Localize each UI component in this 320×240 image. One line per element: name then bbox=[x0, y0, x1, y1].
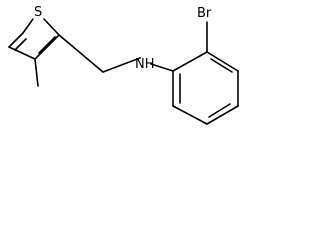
bond-n-aryl bbox=[150, 63, 174, 72]
bond-inner-2 bbox=[208, 103, 231, 118]
bond-methyl bbox=[34, 58, 39, 87]
bromine-atom-label: Br bbox=[197, 6, 212, 21]
bond-s-c5 bbox=[43, 18, 60, 36]
bond-c2-c3 bbox=[8, 32, 24, 48]
bond-c2-c3-inner bbox=[14, 38, 27, 51]
benzene-ring bbox=[172, 51, 239, 125]
bond-s-c2 bbox=[22, 18, 34, 34]
bond-inner-1 bbox=[210, 58, 233, 73]
molecule-structure-diagram: S NH Br bbox=[8, 5, 239, 125]
bond-c4-c5 bbox=[34, 34, 60, 60]
nh-atom-label: NH bbox=[135, 57, 155, 72]
bond-c5-c6 bbox=[172, 105, 208, 125]
bond-c1-c2 bbox=[172, 51, 208, 72]
thiophene-ring bbox=[8, 18, 60, 60]
bond-c4-c5 bbox=[206, 105, 239, 125]
bond-c2-c3 bbox=[206, 51, 239, 72]
bond-c4-c5-inner bbox=[38, 36, 56, 54]
bond-ch2-n bbox=[102, 57, 141, 73]
bond-c5-ch2 bbox=[58, 34, 104, 73]
bond-c3-c4 bbox=[8, 46, 36, 60]
sulfur-atom-label: S bbox=[34, 5, 42, 20]
